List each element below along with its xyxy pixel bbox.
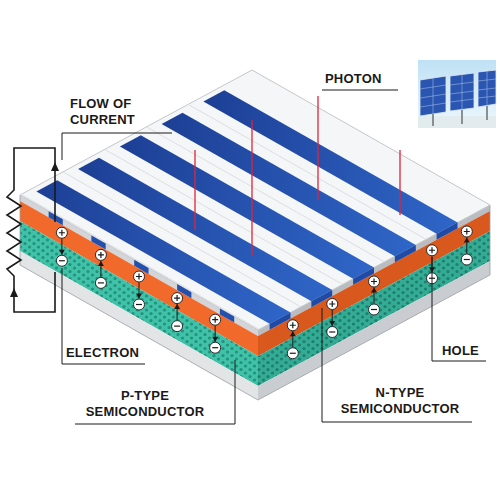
hole-symbol <box>134 271 145 282</box>
hole-symbol <box>369 276 380 287</box>
charge-arrowhead <box>59 250 65 255</box>
electron-symbol <box>172 321 183 332</box>
minus-sign <box>212 347 218 348</box>
hole-symbol <box>327 299 338 310</box>
charge-arrowhead <box>136 294 142 299</box>
hole-symbol <box>95 249 106 260</box>
charge-arrowhead <box>464 238 470 243</box>
contact-line <box>188 104 426 239</box>
minus-sign <box>98 282 104 283</box>
minus-sign <box>329 331 335 332</box>
plus-sign <box>329 301 335 307</box>
charge-arrowhead <box>290 331 296 336</box>
charge-arrowhead <box>212 337 218 342</box>
part-label: FLOW OF CURRENT <box>70 96 170 128</box>
minus-sign <box>136 304 142 305</box>
solar-panel-thumbnail <box>418 60 496 128</box>
leader-line <box>62 133 172 160</box>
minus-sign <box>174 326 180 327</box>
minus-sign <box>464 259 470 260</box>
hole-symbol <box>427 245 438 256</box>
hole-symbol <box>461 226 472 237</box>
contact-line <box>105 149 343 284</box>
circuit-wire-resistor <box>7 148 55 312</box>
minus-sign <box>290 353 296 354</box>
contact-line <box>146 127 384 262</box>
electron-symbol <box>95 277 106 288</box>
electron-symbol <box>461 254 472 265</box>
electron-symbol <box>287 348 298 359</box>
hole-symbol <box>56 227 67 238</box>
hole-symbol <box>172 293 183 304</box>
electron-symbol <box>210 342 221 353</box>
electron-symbol <box>134 299 145 310</box>
contact-line <box>21 194 259 329</box>
photon-ray <box>317 96 318 200</box>
blue-band-edge <box>437 223 458 240</box>
leader-line <box>322 90 398 91</box>
plus-sign <box>290 322 296 328</box>
part-label: P-TYPE SEMICONDUCTOR <box>75 388 215 420</box>
blue-band-edge <box>220 308 234 322</box>
current-arrow <box>51 162 59 171</box>
minus-sign <box>59 260 65 261</box>
hole-symbol <box>287 320 298 331</box>
blue-band-edge <box>91 236 105 250</box>
plus-sign <box>212 317 218 323</box>
blue-band-edge <box>395 245 416 262</box>
contact-line <box>63 172 301 307</box>
charge-arrowhead <box>174 304 180 309</box>
plus-sign <box>371 279 377 285</box>
leader-line <box>322 308 472 422</box>
photon-ray <box>399 150 400 215</box>
current-arrow <box>10 288 18 297</box>
plus-sign <box>98 252 104 258</box>
hole-symbol <box>210 314 221 325</box>
electron-symbol <box>56 255 67 266</box>
photon-ray <box>251 120 252 255</box>
plus-sign <box>136 274 142 280</box>
part-label: N-TYPE SEMICONDUCTOR <box>330 385 470 417</box>
charge-arrowhead <box>371 288 377 293</box>
part-label: ELECTRON <box>66 345 156 361</box>
plus-sign <box>174 295 180 301</box>
leader-line <box>75 360 235 424</box>
photon-ray <box>194 150 195 230</box>
electron-symbol <box>327 327 338 338</box>
charge-arrowhead <box>329 321 335 326</box>
minus-sign <box>371 309 377 310</box>
electron-symbol <box>369 304 380 315</box>
plus-sign <box>464 229 470 235</box>
charge-arrowhead <box>98 261 104 266</box>
part-label: HOLE <box>442 343 492 359</box>
plus-sign <box>429 247 435 253</box>
plus-sign <box>59 230 65 236</box>
part-label: PHOTON <box>325 71 405 87</box>
